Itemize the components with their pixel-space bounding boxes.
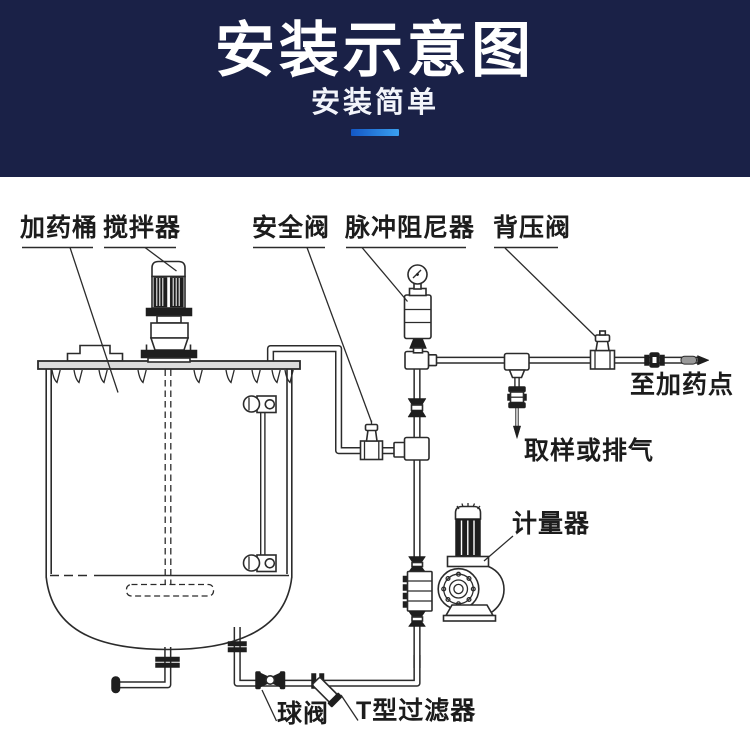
- sampling-valve: [507, 386, 527, 409]
- pump-head: [402, 556, 433, 627]
- back-pressure-valve: [589, 330, 616, 370]
- pulse-damper: [403, 287, 432, 354]
- suction-flange: [227, 641, 247, 653]
- safety-valve: [359, 420, 384, 461]
- piping: [116, 345, 698, 689]
- ball-valve: [255, 671, 286, 690]
- header-banner: 安装示意图 安装简单: [0, 0, 750, 177]
- sampling-tee: [503, 352, 530, 379]
- label-agitator: 搅拌器: [103, 214, 182, 242]
- dip-tube-fittings: [242, 395, 277, 573]
- page-subtitle: 安装简单: [310, 87, 439, 119]
- label-t-filter: T型过滤器: [356, 697, 477, 725]
- riser-tee: [393, 436, 430, 461]
- label-metering-pump: 计量器: [512, 510, 591, 538]
- label-safety-valve: 安全阀: [252, 214, 331, 242]
- discharge-tee: [404, 350, 438, 370]
- dosing-point-arrow: [680, 355, 710, 366]
- label-sampling-or-venting: 取样或排气: [524, 437, 655, 465]
- page-title: 安装示意图: [215, 17, 535, 84]
- sampling-outlet-arrow: [512, 425, 522, 440]
- label-dosing-tank: 加药桶: [20, 214, 99, 242]
- metering-pump: [437, 503, 505, 622]
- agitator-motor: [140, 260, 198, 363]
- label-ball-valve: 球阀: [277, 700, 330, 728]
- label-back-pressure-valve: 背压阀: [493, 214, 572, 242]
- pressure-gauge: [407, 264, 428, 290]
- t-filter: [311, 673, 343, 708]
- label-to-dosing-point: 至加药点: [630, 371, 735, 399]
- discharge-union: [644, 352, 665, 368]
- accent-bar: [351, 128, 399, 136]
- callout-lines: [22, 246, 596, 722]
- riser-union: [407, 398, 427, 418]
- drain-flange: [111, 656, 180, 694]
- label-pulse-damper: 脉冲阻尼器: [345, 214, 476, 242]
- dosing-tank: [37, 344, 301, 651]
